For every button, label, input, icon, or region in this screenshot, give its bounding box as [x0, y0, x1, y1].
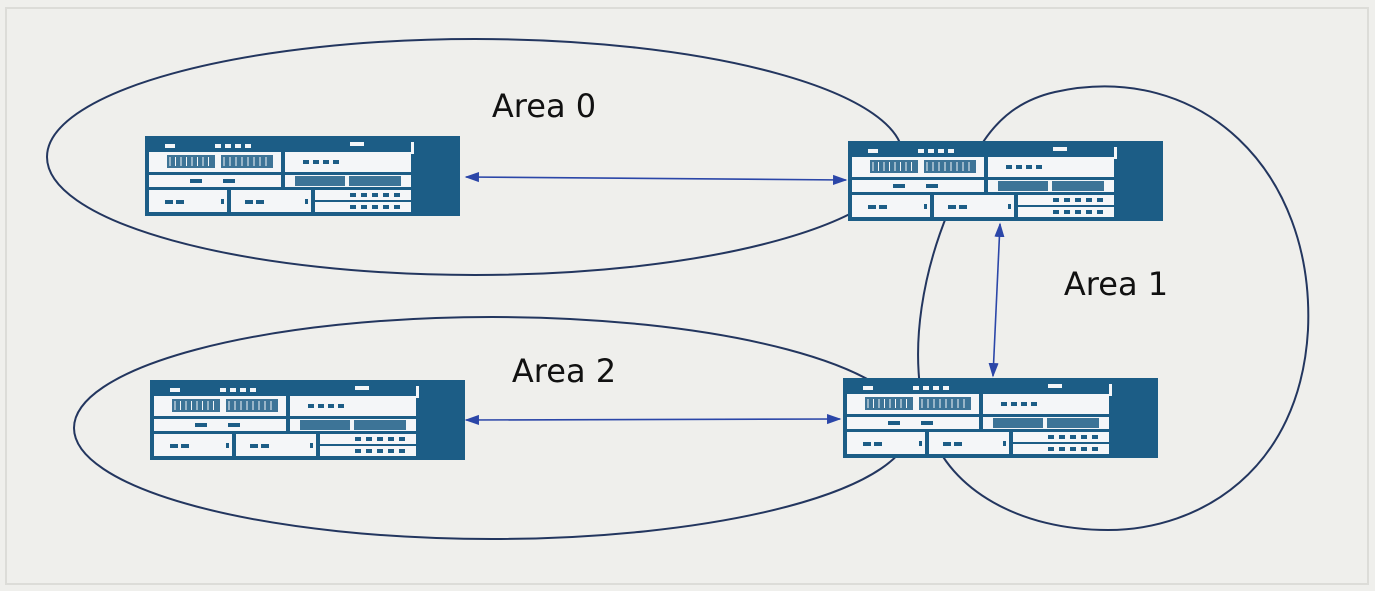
link-area2-to-abr-bottom [464, 413, 842, 426]
devices-layer [145, 136, 1163, 460]
diagram-border [5, 7, 1369, 585]
area-1-label: Area 1 [1064, 265, 1168, 303]
router-chassis-icon [145, 136, 460, 216]
links-layer [464, 172, 1005, 426]
link-abr-top-to-abr-bottom [988, 222, 1005, 378]
router-chassis-icon [843, 378, 1158, 458]
area-2-label: Area 2 [512, 352, 616, 390]
labels-layer: Area 0 Area 1 Area 2 [492, 87, 1168, 390]
link-area0-to-abr-top [464, 172, 848, 185]
router-chassis-icon [848, 141, 1163, 221]
router-chassis-icon [150, 380, 465, 460]
area-0-label: Area 0 [492, 87, 596, 125]
